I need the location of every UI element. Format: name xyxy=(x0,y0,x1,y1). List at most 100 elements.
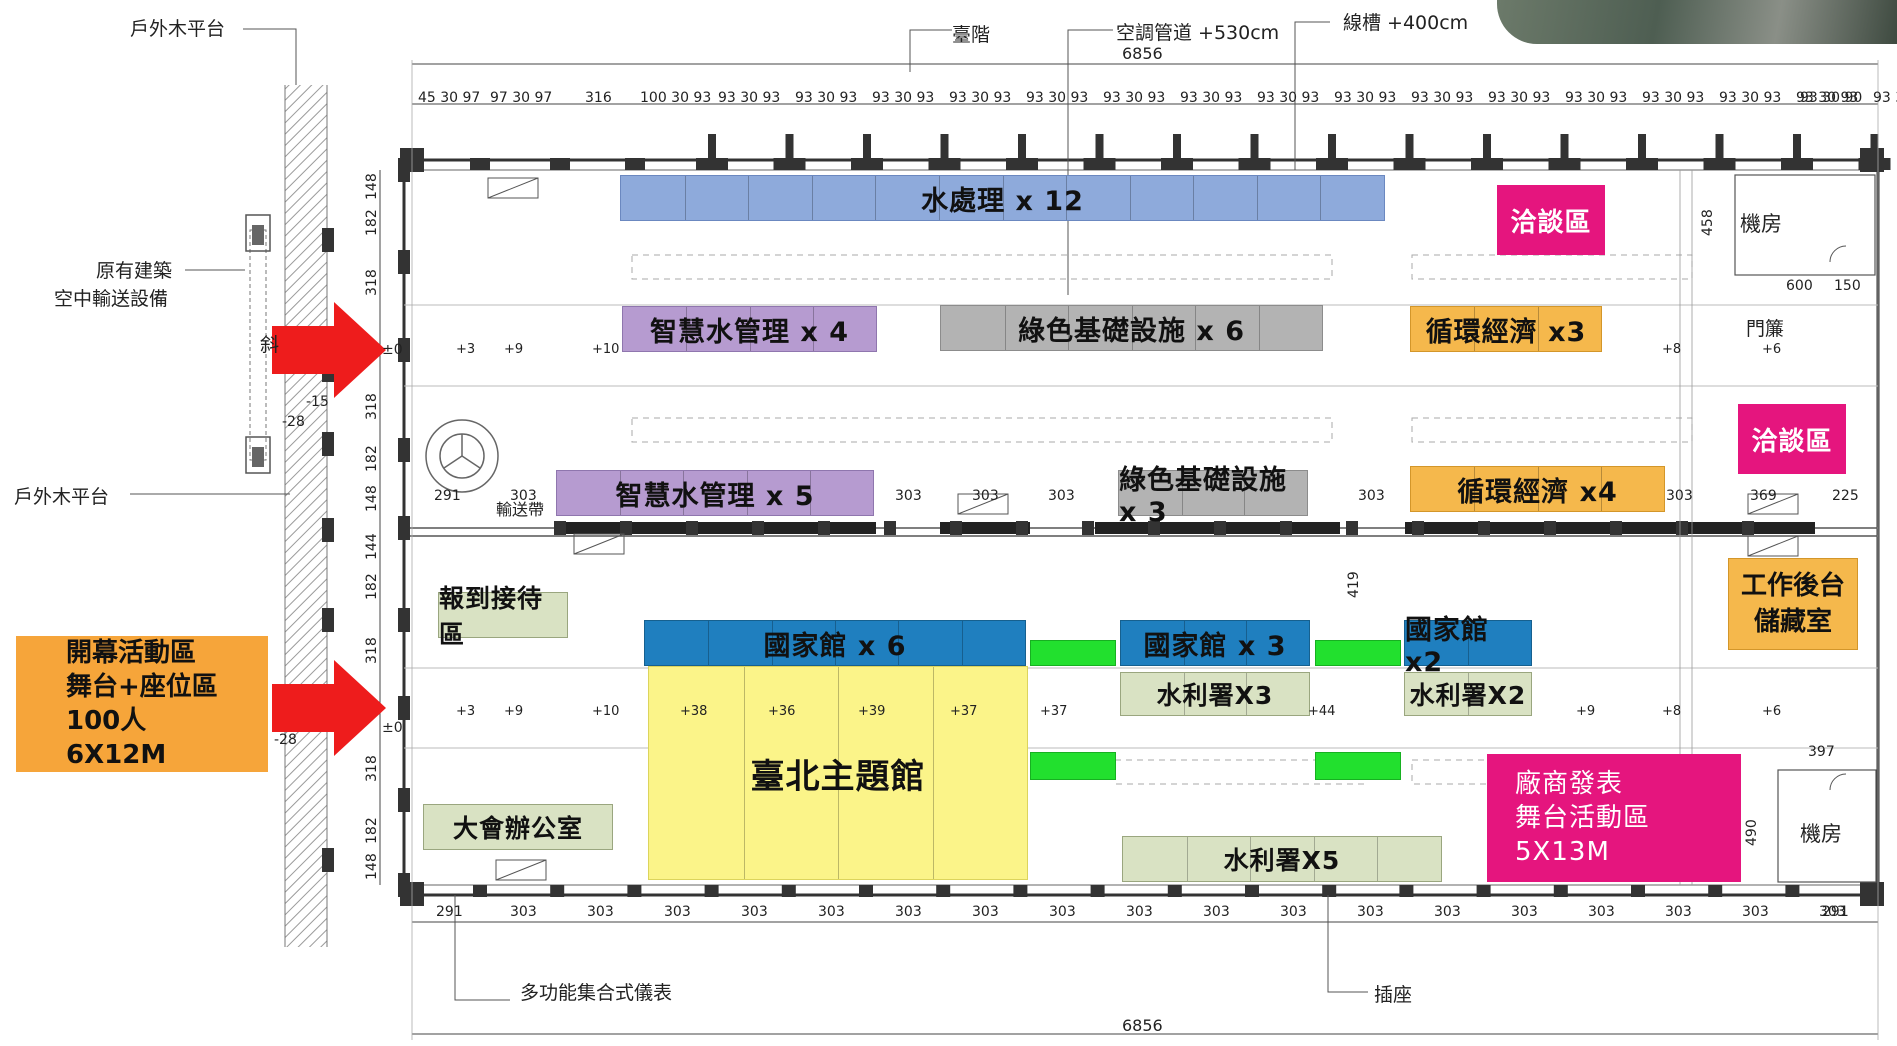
zone-national-2[interactable]: 國家館 x2 xyxy=(1404,615,1532,678)
booth-divider xyxy=(1250,837,1252,881)
wall-column xyxy=(470,158,490,170)
dim-top: 93 30 93 xyxy=(1873,90,1897,106)
callout-slope: 斜 xyxy=(260,334,280,356)
zone-green-infra-top[interactable]: 綠色基礎設施 x 6 xyxy=(940,305,1323,351)
zone-office[interactable]: 大會辦公室 xyxy=(423,804,613,850)
zone-green-block-2[interactable] xyxy=(1315,640,1401,666)
zone-wra-3[interactable]: 水利署X3 xyxy=(1120,672,1310,716)
zone-wra-2[interactable]: 水利署X2 xyxy=(1404,672,1532,716)
zone-smart-water-bottom[interactable]: 智慧水管理 x 5 xyxy=(556,470,874,516)
booth-divider xyxy=(1244,471,1246,515)
column-stem xyxy=(1483,134,1491,160)
level-mark: +9 xyxy=(1576,704,1596,719)
level-mark: +38 xyxy=(680,704,708,719)
booth-divider xyxy=(749,307,751,351)
column-stem xyxy=(1870,134,1879,160)
dim-top: 93 30 93 xyxy=(718,90,781,106)
dim-left: 318 xyxy=(364,269,380,296)
dim-bottom: 303 xyxy=(741,904,768,920)
level-mark: +37 xyxy=(950,704,978,719)
outer-column xyxy=(322,848,334,872)
zone-wra-5[interactable]: 水利署X5 xyxy=(1122,836,1442,882)
column-stem xyxy=(1560,134,1569,160)
door-icon xyxy=(1829,245,1847,263)
dim-top: 45 30 97 xyxy=(418,90,481,106)
column-cap xyxy=(1083,158,1116,170)
dim-left: 148 xyxy=(364,853,380,880)
dim-top: 93 30 93 xyxy=(1334,90,1397,106)
zone-taipei[interactable]: 臺北主題館 xyxy=(648,666,1028,880)
level-m28b: -28 xyxy=(274,732,297,748)
booth-divider xyxy=(961,621,963,665)
level-mark: +10 xyxy=(592,704,620,719)
zone-reception[interactable]: 報到接待區 xyxy=(438,584,568,649)
column-cap xyxy=(1316,158,1348,170)
zone-opening-event[interactable]: 開幕活動區 舞台+座位區 100人 6X12M xyxy=(16,636,268,772)
dim-bottom: 303 xyxy=(1511,904,1538,920)
wall-column xyxy=(1631,885,1645,897)
level-m28a: -28 xyxy=(282,414,305,430)
zone-staff-storage[interactable]: 工作後台 儲藏室 xyxy=(1728,558,1858,650)
dim-left: 318 xyxy=(364,393,380,420)
booth-divider xyxy=(898,621,900,665)
wall-column xyxy=(859,885,873,897)
level-mark: +8 xyxy=(1662,704,1682,719)
zone-national-3[interactable]: 國家館 x 3 xyxy=(1120,620,1310,666)
booth-divider xyxy=(746,471,748,515)
level-mark: +3 xyxy=(456,704,476,719)
mid-column xyxy=(554,521,566,535)
zone-national-6[interactable]: 國家館 x 6 xyxy=(644,620,1026,666)
wall-column xyxy=(781,885,796,897)
zone-negotiation-top[interactable]: 洽談區 xyxy=(1497,185,1605,255)
mid-column xyxy=(1016,521,1028,535)
zone-green-block-4[interactable] xyxy=(1315,752,1401,780)
zone-smart-water-top[interactable]: 智慧水管理 x 4 xyxy=(622,306,877,352)
level-mark: +6 xyxy=(1762,704,1782,719)
dim-top: 93 30 93 xyxy=(1488,90,1551,106)
dim-bottom: 303 xyxy=(1126,904,1153,920)
mid-column xyxy=(1610,521,1622,535)
booth-divider xyxy=(686,307,688,351)
booth-divider xyxy=(838,667,839,879)
mid-column xyxy=(884,521,896,535)
booth-divider xyxy=(1183,673,1185,715)
zone-green-block-3[interactable] xyxy=(1030,752,1116,780)
wall-column xyxy=(1322,885,1337,897)
wall-column xyxy=(1167,885,1182,897)
column-stem xyxy=(1638,134,1646,160)
dim-bottom: 291 xyxy=(1822,904,1849,920)
column-icon xyxy=(322,158,410,897)
booth-divider xyxy=(1131,306,1133,350)
column-stem xyxy=(1250,134,1259,160)
zone-green-infra-bottom[interactable]: 綠色基礎設施 x 3 xyxy=(1118,465,1308,528)
wall-column xyxy=(627,885,642,897)
column-stem xyxy=(1328,134,1336,160)
booth-divider xyxy=(1258,306,1260,350)
column-cap xyxy=(1471,158,1503,170)
zone-water-treatment[interactable]: 水處理 x 12 xyxy=(620,175,1385,221)
column-icon xyxy=(400,882,1884,906)
aerial-photo xyxy=(1497,0,1897,44)
dim-490: 490 xyxy=(1744,819,1760,846)
booth-divider xyxy=(708,621,710,665)
callout-outlet: 插座 xyxy=(1374,984,1413,1006)
level-mark: +37 xyxy=(1040,704,1068,719)
dim-left: 148 xyxy=(364,173,380,200)
dim-bottom: 303 xyxy=(1665,904,1692,920)
zone-green-block-1[interactable] xyxy=(1030,640,1116,666)
entry-arrow-icon xyxy=(272,660,386,756)
wall-column xyxy=(550,158,570,170)
zone-circular-bottom[interactable]: 循環經濟 x4 xyxy=(1410,466,1665,512)
zone-vendor-stage[interactable]: 廠商發表 舞台活動區 5X13M xyxy=(1487,754,1741,882)
dim-bottom: 303 xyxy=(1203,904,1230,920)
zone-negotiation-mid[interactable]: 洽談區 xyxy=(1738,404,1846,474)
dim-bottom: 303 xyxy=(972,904,999,920)
dim-top: 93 30 93 xyxy=(1026,90,1089,106)
zone-circular-top[interactable]: 循環經濟 x3 xyxy=(1410,306,1602,352)
dim-top: 93 30 93 xyxy=(1719,90,1782,106)
callout-outdoor-deck-left: 戶外木平台 xyxy=(14,486,110,508)
dim-397: 397 xyxy=(1808,744,1835,760)
column-cap xyxy=(1548,158,1581,170)
dim-mid: 291 xyxy=(434,488,461,504)
dim-top: 97 30 97 xyxy=(490,90,553,106)
